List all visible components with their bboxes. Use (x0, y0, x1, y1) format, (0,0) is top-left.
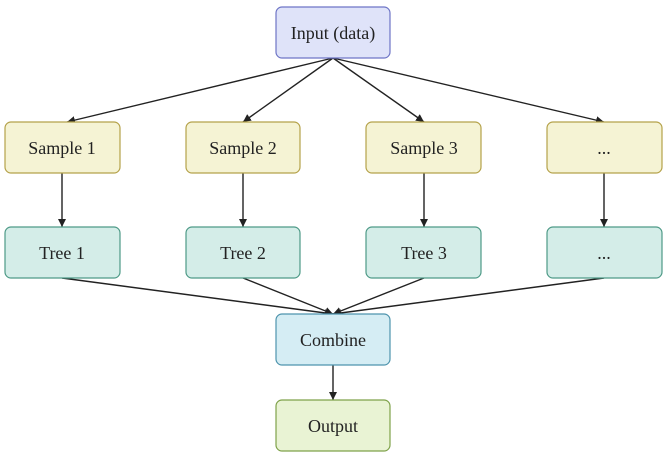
edge-input-to-sample2 (242, 57, 334, 123)
edge-input-to-sample1 (66, 57, 334, 125)
node-sample-3-label: Sample 3 (390, 138, 458, 158)
edge-tree4-to-combine (332, 277, 605, 317)
node-tree-more: ... (546, 226, 663, 279)
node-sample-more: ... (546, 121, 663, 174)
edge-input-to-sample4 (332, 57, 605, 125)
edge-input-to-sample3 (332, 57, 425, 123)
node-sample-2-label: Sample 2 (209, 138, 277, 158)
node-tree-1-label: Tree 1 (39, 243, 85, 263)
node-combine-label: Combine (300, 330, 366, 350)
node-output: Output (275, 399, 391, 452)
node-combine: Combine (275, 313, 391, 366)
node-tree-1: Tree 1 (4, 226, 121, 279)
edge-tree1-to-combine (61, 277, 334, 317)
edges-layer (58, 57, 608, 400)
node-sample-1: Sample 1 (4, 121, 121, 174)
node-input-label: Input (data) (291, 23, 375, 44)
node-sample-more-label: ... (597, 138, 611, 158)
node-tree-2-label: Tree 2 (220, 243, 266, 263)
node-tree-2: Tree 2 (185, 226, 301, 279)
edge-tree3-to-combine (332, 277, 425, 315)
node-sample-1-label: Sample 1 (28, 138, 96, 158)
node-sample-2: Sample 2 (185, 121, 301, 174)
node-output-label: Output (308, 416, 358, 436)
node-tree-3: Tree 3 (365, 226, 482, 279)
edge-tree2-to-combine (242, 277, 334, 315)
node-tree-3-label: Tree 3 (401, 243, 447, 263)
node-input: Input (data) (275, 6, 391, 59)
node-tree-more-label: ... (597, 243, 611, 263)
node-sample-3: Sample 3 (365, 121, 482, 174)
